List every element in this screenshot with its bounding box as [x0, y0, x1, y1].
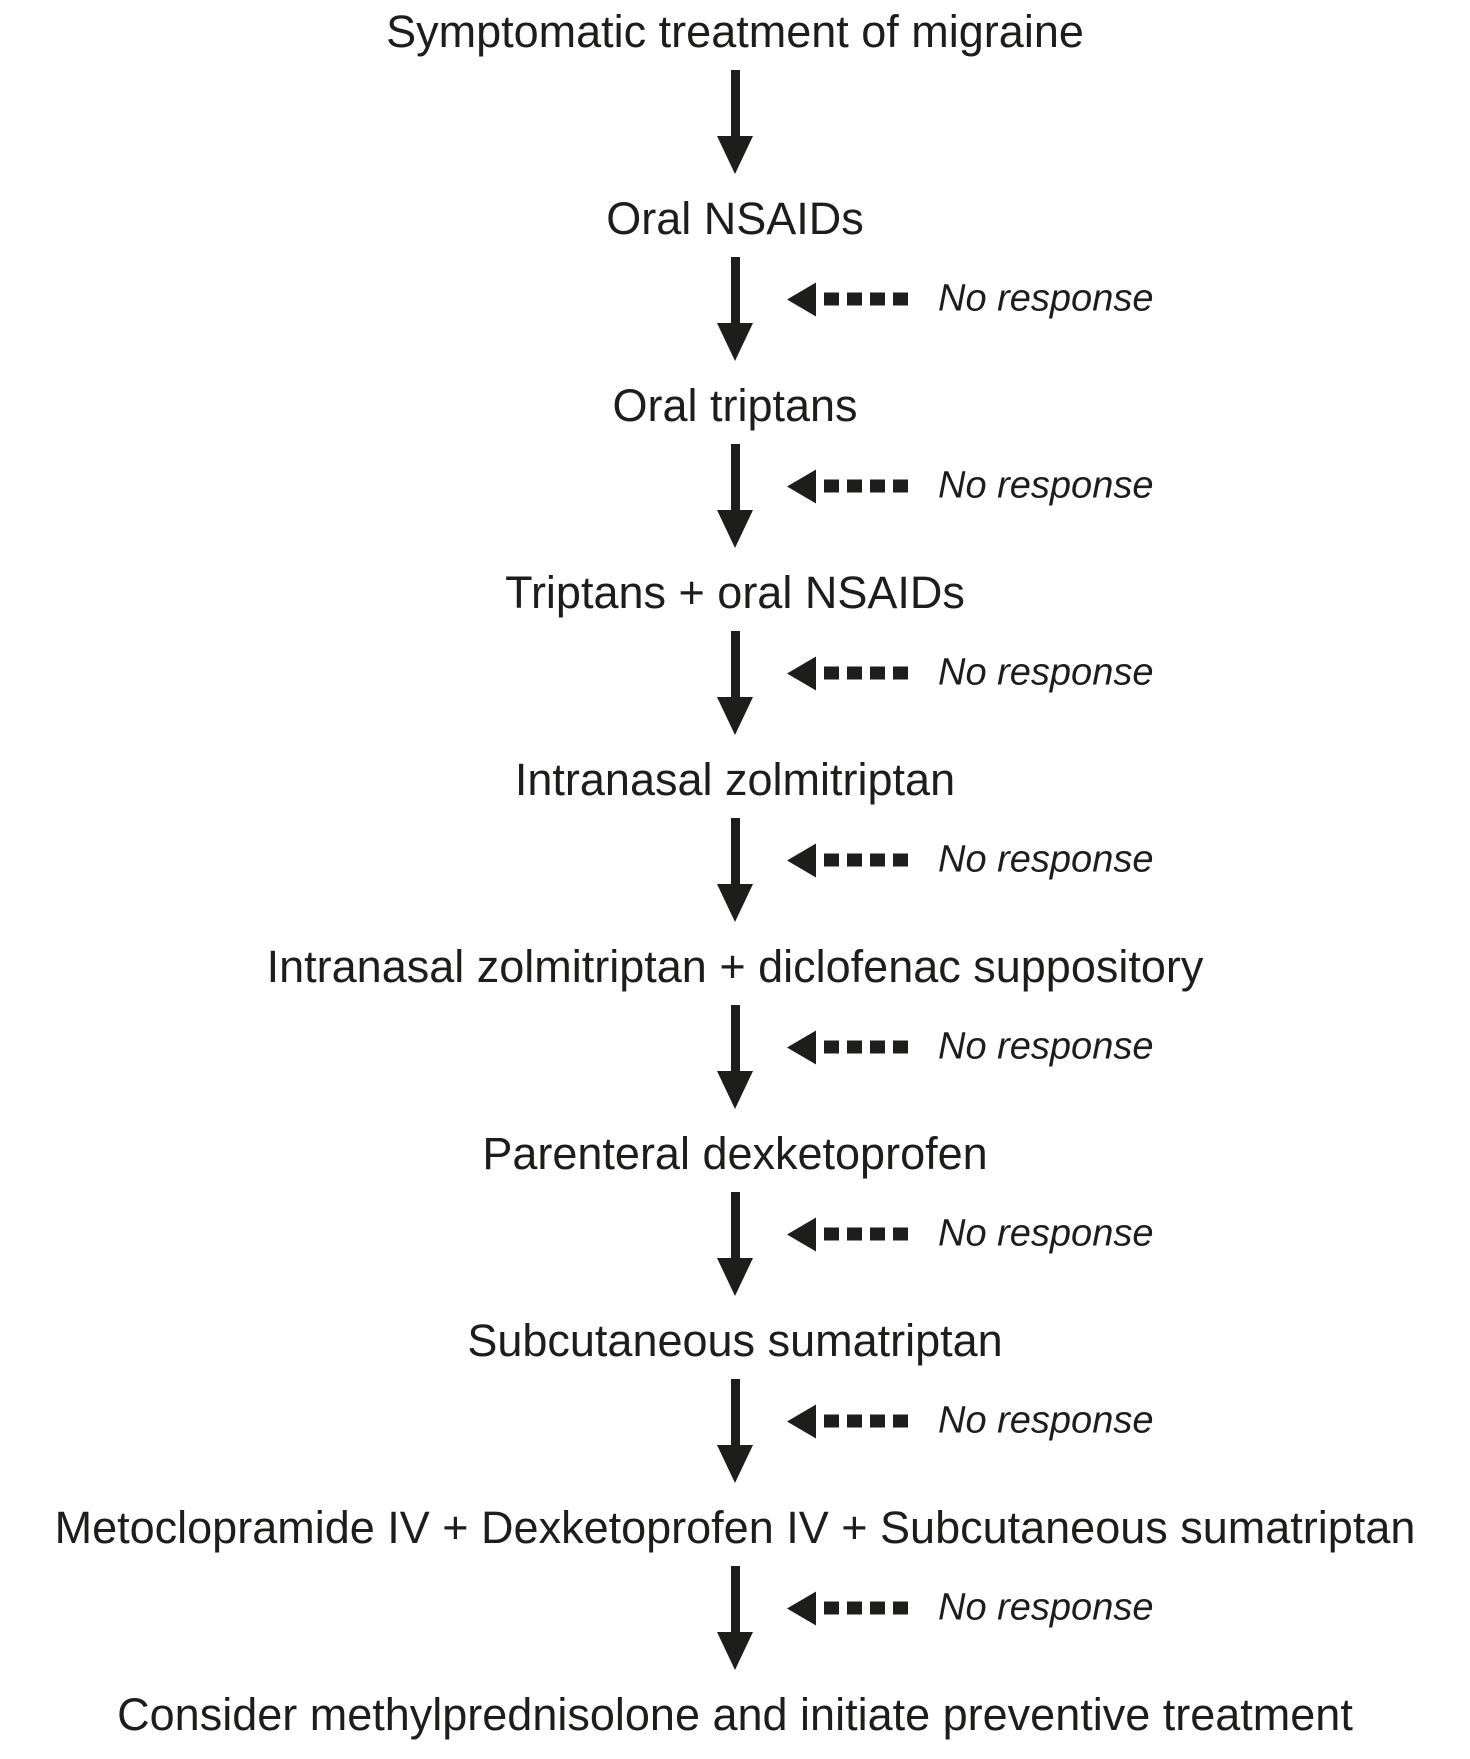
- arrow-stem: [730, 444, 740, 510]
- no-response-label: No response: [938, 1586, 1154, 1629]
- no-response-annotation: No response: [787, 465, 1153, 508]
- no-response-arrow-icon: [787, 1591, 916, 1625]
- no-response-label: No response: [938, 1025, 1154, 1068]
- node-triptans-oral-nsaids: Triptans + oral NSAIDs: [505, 567, 965, 618]
- node-intranasal-zolmitriptan: Intranasal zolmitriptan: [514, 754, 956, 805]
- down-arrow-icon: [717, 1379, 753, 1483]
- no-response-label: No response: [938, 464, 1154, 507]
- diagram-title: Symptomatic treatment of migraine: [386, 6, 1084, 57]
- arrow-head: [717, 323, 753, 361]
- dashed-arrow-head: [787, 1591, 816, 1625]
- down-arrow-icon: [717, 1005, 753, 1109]
- no-response-arrow-icon: [787, 656, 916, 690]
- arrow-head: [717, 884, 753, 922]
- no-response-label: No response: [938, 1399, 1154, 1442]
- node-subcutaneous-sumatriptan: Subcutaneous sumatriptan: [467, 1315, 1003, 1366]
- arrow-head: [717, 1445, 753, 1483]
- no-response-arrow-icon: [787, 843, 916, 877]
- no-response-label: No response: [938, 651, 1154, 694]
- dashed-arrow-head: [787, 1217, 816, 1251]
- connector: No response: [0, 245, 1470, 380]
- arrow-stem: [730, 1005, 740, 1071]
- connector: [0, 58, 1470, 193]
- arrow-stem: [730, 70, 740, 136]
- no-response-annotation: No response: [787, 278, 1153, 321]
- dashed-arrow-head: [787, 656, 816, 690]
- down-arrow-icon: [717, 257, 753, 361]
- no-response-arrow-icon: [787, 282, 916, 316]
- dashed-arrow-head: [787, 469, 816, 503]
- connector: No response: [0, 806, 1470, 941]
- node-oral-nsaids: Oral NSAIDs: [606, 193, 864, 244]
- connector: No response: [0, 1554, 1470, 1689]
- dashed-arrow-head: [787, 843, 816, 877]
- no-response-annotation: No response: [787, 652, 1153, 695]
- connector: No response: [0, 619, 1470, 754]
- no-response-arrow-icon: [787, 1030, 916, 1064]
- no-response-label: No response: [938, 1212, 1154, 1255]
- node-oral-triptans: Oral triptans: [612, 380, 858, 431]
- arrow-head: [717, 697, 753, 735]
- arrow-stem: [730, 1192, 740, 1258]
- node-parenteral-dexketoprofen: Parenteral dexketoprofen: [482, 1128, 988, 1179]
- down-arrow-icon: [717, 70, 753, 174]
- arrow-stem: [730, 1566, 740, 1632]
- arrow-head: [717, 136, 753, 174]
- node-consider-methylprednisolone: Consider methylprednisolone and initiate…: [117, 1689, 1353, 1740]
- arrow-head: [717, 510, 753, 548]
- down-arrow-icon: [717, 1566, 753, 1670]
- arrow-stem: [730, 818, 740, 884]
- connector: No response: [0, 1180, 1470, 1315]
- connector: No response: [0, 993, 1470, 1128]
- no-response-arrow-icon: [787, 1404, 916, 1438]
- arrow-head: [717, 1258, 753, 1296]
- down-arrow-icon: [717, 631, 753, 735]
- down-arrow-icon: [717, 444, 753, 548]
- no-response-annotation: No response: [787, 1400, 1153, 1443]
- arrow-stem: [730, 1379, 740, 1445]
- no-response-annotation: No response: [787, 1587, 1153, 1630]
- no-response-annotation: No response: [787, 839, 1153, 882]
- no-response-annotation: No response: [787, 1213, 1153, 1256]
- connector: No response: [0, 1367, 1470, 1502]
- arrow-stem: [730, 631, 740, 697]
- dashed-arrow-head: [787, 1030, 816, 1064]
- node-intranasal-zolmitriptan-diclofenac: Intranasal zolmitriptan + diclofenac sup…: [266, 941, 1204, 992]
- down-arrow-icon: [717, 818, 753, 922]
- arrow-head: [717, 1632, 753, 1670]
- connector: No response: [0, 432, 1470, 567]
- no-response-label: No response: [938, 838, 1154, 881]
- down-arrow-icon: [717, 1192, 753, 1296]
- no-response-arrow-icon: [787, 1217, 916, 1251]
- no-response-arrow-icon: [787, 469, 916, 503]
- node-metoclopramide-dexketoprofen-sumatriptan: Metoclopramide IV + Dexketoprofen IV + S…: [54, 1502, 1416, 1553]
- dashed-arrow-head: [787, 1404, 816, 1438]
- no-response-label: No response: [938, 277, 1154, 320]
- arrow-head: [717, 1071, 753, 1109]
- arrow-stem: [730, 257, 740, 323]
- dashed-arrow-head: [787, 282, 816, 316]
- no-response-annotation: No response: [787, 1026, 1153, 1069]
